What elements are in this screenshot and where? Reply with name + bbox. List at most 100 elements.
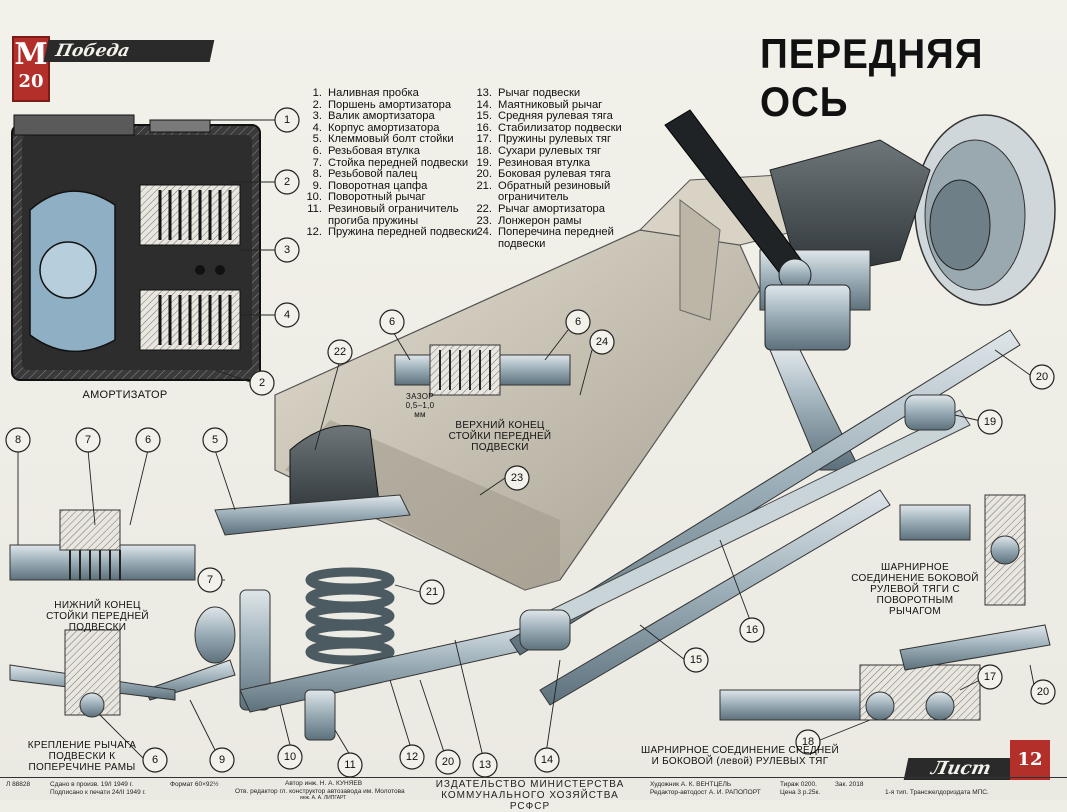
svg-text:20: 20 xyxy=(1037,686,1049,698)
legend-item: 20.Боковая рулевая тяга xyxy=(470,169,648,181)
shock-absorber-cutaway xyxy=(11,114,261,381)
poster-title: ПЕРЕДНЯЯ ОСЬ xyxy=(760,30,984,125)
legend-item: 1. Наливная пробка xyxy=(300,87,478,100)
legend-item-label: Рычаг подвески xyxy=(498,87,581,99)
legend-item: 9.Поворотная цапфа xyxy=(300,179,478,193)
legend-item: 18.Сухари рулевых тяг xyxy=(470,144,648,158)
svg-text:2: 2 xyxy=(259,377,265,389)
legend-item-number: 1. xyxy=(312,87,322,99)
legend-item-number: 5. xyxy=(312,133,322,146)
legend-item: 17. Пружины рулевых тяг xyxy=(470,134,648,146)
legend-item: 21.Обратный резиновый ограничитель xyxy=(470,179,648,204)
callout-6b: 6 xyxy=(379,309,405,335)
left-suspension-assembly xyxy=(144,425,571,741)
svg-text:16: 16 xyxy=(746,624,758,636)
legend-item-label: Наливная пробка xyxy=(328,87,419,99)
legend-item: 24.Поперечина передней подвески xyxy=(470,226,648,250)
callout-3: 3 xyxy=(274,237,300,263)
svg-text:5: 5 xyxy=(212,434,218,446)
caption-gap-value: 0,5–1,0 мм xyxy=(405,401,435,419)
svg-text:6: 6 xyxy=(152,754,158,766)
caption-upper-strut-end: ВЕРХНИЙ КОНЕЦ СТОЙКИ ПЕРЕДНЕЙ ПОДВЕСКИ xyxy=(448,420,552,453)
footer-editor: Отв. редактор гл. конструктор автозавода… xyxy=(235,788,405,795)
legend-item: 11.Резиновый ограничитель прогиба пружин… xyxy=(300,202,478,227)
side-joint-detail xyxy=(899,494,1026,606)
svg-text:1: 1 xyxy=(284,114,290,126)
legend-item: 23.Лонжерон рамы xyxy=(470,214,648,228)
upper-strut-end-detail xyxy=(394,344,571,396)
legend-item-label: Поворотная цапфа xyxy=(328,179,428,192)
imprint-footer: Л 88828 Сдано в произв. 19/I 1949 г. Под… xyxy=(0,777,1067,812)
callout-8: 8 xyxy=(5,427,31,453)
svg-text:4: 4 xyxy=(284,309,290,321)
legend-item-number: 16. xyxy=(476,121,492,134)
footer-order-number: Зак. 2018 xyxy=(835,781,864,788)
legend-item-number: 8. xyxy=(312,168,322,181)
footer-editor-name: инж. А. А. ЛИПГАРТ xyxy=(300,795,347,801)
legend-item: 22.Рычаг амортизатора xyxy=(470,202,648,216)
callout-9: 9 xyxy=(209,747,235,773)
caption-lower-strut-end: НИЖНИЙ КОНЕЦ СТОЙКИ ПЕРЕДНЕЙ ПОДВЕСКИ xyxy=(46,600,149,633)
sheet-number: 12 xyxy=(1010,740,1050,780)
svg-text:7: 7 xyxy=(85,434,91,446)
legend-item-label: Пружины рулевых тяг xyxy=(498,133,612,146)
legend-item-label: Маятниковый рычаг xyxy=(498,98,603,111)
legend-item-label: Резиновый ограничитель прогиба пружины xyxy=(328,202,459,227)
svg-text:20: 20 xyxy=(442,756,454,768)
caption-middle-joint: ШАРНИРНОЕ СОЕДИНЕНИЕ СРЕДНЕЙ И БОКОВОЙ (… xyxy=(640,745,839,767)
legend-item-number: 20. xyxy=(476,168,492,181)
svg-text:20: 20 xyxy=(1036,371,1048,383)
svg-text:22: 22 xyxy=(334,346,346,358)
footer-artist: Художник А. К. ВЕНТЦЕЛЬ xyxy=(650,781,732,788)
svg-text:18: 18 xyxy=(802,736,814,748)
legend-item-label: Поперечина передней подвески xyxy=(498,226,614,250)
legend-item-number: 6. xyxy=(312,144,322,157)
legend-item-label: Стойка передней подвески xyxy=(328,156,469,169)
svg-text:13: 13 xyxy=(479,759,491,771)
callout-22: 22 xyxy=(327,339,353,365)
callout-5: 5 xyxy=(202,427,228,453)
legend-item-number: 7. xyxy=(312,156,322,169)
callout-24: 24 xyxy=(589,329,615,355)
callout-6d: 6 xyxy=(142,747,168,773)
middle-joint-detail xyxy=(719,624,1051,721)
legend-item: 7. Стойка передней подвески xyxy=(300,156,478,170)
brand-logo-number: 20 xyxy=(18,71,44,92)
svg-text:10: 10 xyxy=(284,751,296,763)
caption-side-joint: ШАРНИРНОЕ СОЕДИНЕНИЕ БОКОВОЙ РУЛЕВОЙ ТЯГ… xyxy=(851,562,979,617)
svg-text:6: 6 xyxy=(145,434,151,446)
brake-drum-assembly xyxy=(759,114,1056,311)
caption-lever-mount: КРЕПЛЕНИЕ РЫЧАГА ПОДВЕСКИ К ПОПЕРЕЧИНЕ Р… xyxy=(27,740,137,773)
legend-item: 12. Пружина передней подвески xyxy=(300,227,478,239)
legend-item-label: Сухари рулевых тяг xyxy=(498,144,602,157)
callout-10: 10 xyxy=(277,744,303,770)
legend-item-number: 12. xyxy=(306,226,322,239)
footer-dates: Сдано в произв. 19/I 1949 г. Подписано к… xyxy=(50,781,146,796)
callout-20b: 20 xyxy=(1029,364,1055,390)
legend-item-number: 22. xyxy=(476,202,492,215)
lever-mount-detail xyxy=(9,629,176,718)
legend-item: 3.Валик амортизатора xyxy=(300,111,478,123)
legend-item-label: Корпус амортизатора xyxy=(328,121,440,134)
legend-item-number: 17. xyxy=(476,133,492,146)
caption-gap: ЗАЗОР 0,5–1,0 мм xyxy=(400,392,440,419)
legend-item-number: 15. xyxy=(476,110,492,123)
svg-text:24: 24 xyxy=(596,336,608,348)
legend-item-number: 10. xyxy=(306,191,322,204)
legend-item-label: Поворотный рычаг xyxy=(328,191,426,204)
legend-item-number: 4. xyxy=(312,121,322,134)
legend-item-label: Поршень амортизатора xyxy=(328,98,452,111)
legend-item-label: Пружина передней подвески xyxy=(328,226,478,239)
legend-item-number: 21. xyxy=(476,179,492,192)
legend-item-label: Лонжерон рамы xyxy=(498,214,582,227)
svg-text:8: 8 xyxy=(15,434,21,446)
callout-markers: 1 2 3 4 2 8 7 6 5 22 6 6 24 23 7 21 9 10… xyxy=(5,107,1056,778)
footer-format: Формат 60×92½ xyxy=(170,781,219,788)
legend-item-number: 19. xyxy=(476,156,492,169)
leader-lines xyxy=(17,119,1036,771)
callout-18: 18 xyxy=(795,729,821,755)
svg-text:12: 12 xyxy=(406,751,418,763)
callout-6a: 6 xyxy=(135,427,161,453)
